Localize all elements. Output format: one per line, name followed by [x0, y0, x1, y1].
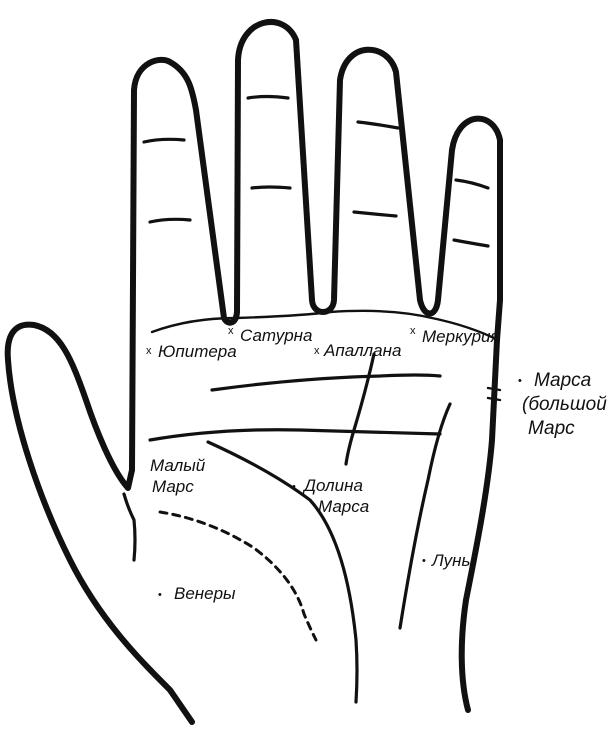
mars-marker: • — [518, 375, 522, 387]
saturn-marker: x — [228, 325, 234, 337]
hand-outline — [8, 22, 500, 722]
middle-crease-1 — [248, 97, 288, 99]
valley-marker: • — [292, 481, 296, 493]
index-crease-1 — [144, 139, 184, 142]
moon-marker: • — [422, 555, 426, 567]
valley-label-line2: Марса — [318, 497, 369, 516]
ring-crease-2 — [354, 212, 396, 216]
minor-mars-label-line2: Марс — [152, 477, 194, 496]
mars-mark-line-2 — [488, 398, 500, 400]
head-line — [150, 430, 440, 440]
fate-line — [346, 354, 374, 464]
ring-crease-1 — [358, 122, 398, 128]
mercury-line — [400, 404, 450, 628]
saturn-label: Сатурна — [240, 326, 312, 345]
moon-label: Луны — [431, 551, 475, 570]
minor-mars-label-line1: Малый — [150, 456, 206, 475]
thumb-base-line — [124, 494, 135, 560]
thumb-outline — [8, 325, 192, 722]
index-crease-2 — [150, 219, 190, 222]
venus-dotted-line — [160, 512, 316, 640]
apollo-label: Апаллана — [323, 341, 401, 360]
mars-label-line1: Марса — [534, 370, 591, 391]
apollo-marker: x — [314, 345, 320, 357]
middle-crease-2 — [252, 187, 290, 188]
jupiter-label: Юпитера — [158, 342, 237, 361]
mount-labels: x Юпитера x Сатурна x Апаллана x Меркури… — [146, 325, 607, 603]
valley-label-line1: Долина — [302, 476, 363, 495]
mars-label-line3: Марс — [528, 418, 575, 439]
venus-marker: • — [158, 589, 162, 601]
little-crease-2 — [454, 240, 488, 246]
mercury-label: Меркурия — [422, 327, 500, 346]
mars-mark-line-1 — [488, 388, 500, 390]
palm-right-outline — [462, 340, 497, 710]
heart-line — [212, 375, 440, 390]
venus-label: Венеры — [174, 584, 236, 603]
little-crease-1 — [456, 180, 488, 188]
palm-lines — [124, 311, 500, 702]
mercury-marker: x — [410, 325, 416, 337]
jupiter-marker: x — [146, 345, 152, 357]
index-finger-outline — [132, 22, 500, 470]
mars-label-line2: (большой — [522, 394, 607, 415]
